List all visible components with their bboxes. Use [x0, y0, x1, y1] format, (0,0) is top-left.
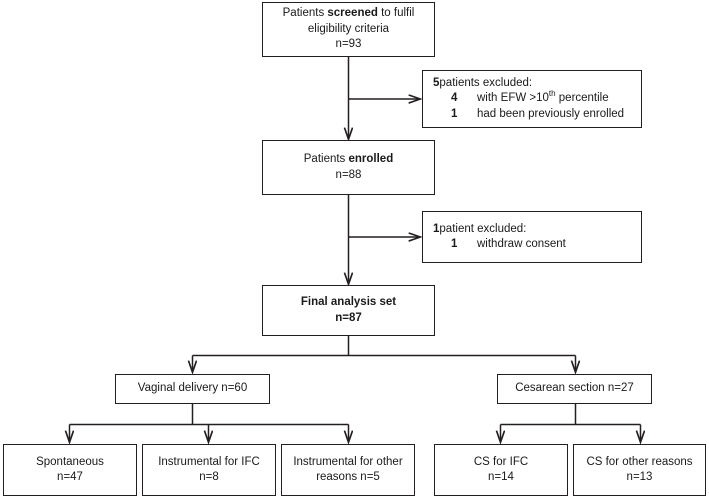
node-cs-other-label: CS for other reasons	[586, 455, 693, 468]
node-spontaneous-count: n=47	[57, 471, 83, 483]
node-instrumental-for-ifc: Instrumental for IFC n=8	[142, 444, 276, 496]
node-cesarean-section: Cesarean section n=27	[497, 374, 652, 404]
node-cs-ifc-count: n=14	[488, 471, 514, 483]
node-cesarean-label: Cesarean section n=27	[515, 382, 634, 395]
ordinal-superscript: th	[548, 89, 556, 99]
node-cs-other-count: n=13	[626, 471, 653, 483]
node-final-label: Final analysis set	[300, 296, 397, 308]
node-enrolled-count: n=88	[335, 168, 362, 181]
node-instrumental-other-reasons: Instrumental for other reasons n=5	[281, 444, 415, 496]
node-final-count: n=87	[335, 311, 362, 324]
node-instrumental-ifc-label: Instrumental for IFC	[158, 455, 260, 468]
node-screened-line1: Patients screened to fulfil	[282, 7, 415, 20]
node-patients-enrolled: Patients enrolled n=88	[262, 140, 435, 195]
node-instrumental-other-label: Instrumental for other	[293, 455, 403, 468]
node-enrolled-line1: Patients enrolled	[303, 153, 394, 165]
node-vaginal-delivery: Vaginal delivery n=60	[115, 374, 270, 404]
node-final-analysis-set: Final analysis set n=87	[262, 285, 435, 336]
node-vaginal-label: Vaginal delivery n=60	[137, 382, 248, 395]
node-screened-line2: eligibility criteria	[307, 22, 390, 35]
node-cs-ifc-label: CS for IFC	[473, 455, 529, 468]
node-spontaneous-label: Spontaneous	[36, 455, 104, 468]
node-instrumental-other-count: reasons n=5	[316, 471, 380, 483]
node-cs-other-reasons: CS for other reasons n=13	[573, 444, 706, 496]
node-patients-screened: Patients screened to fulfil eligibility …	[262, 2, 435, 57]
node-instrumental-ifc-count: n=8	[199, 471, 219, 483]
node-cs-for-ifc: CS for IFC n=14	[434, 444, 568, 496]
node-screened-count: n=93	[335, 38, 362, 51]
node-spontaneous: Spontaneous n=47	[3, 444, 137, 496]
excluded2-header: 1 patient excluded:	[433, 222, 527, 235]
excluded1-header: 5 patients excluded:	[433, 76, 533, 89]
